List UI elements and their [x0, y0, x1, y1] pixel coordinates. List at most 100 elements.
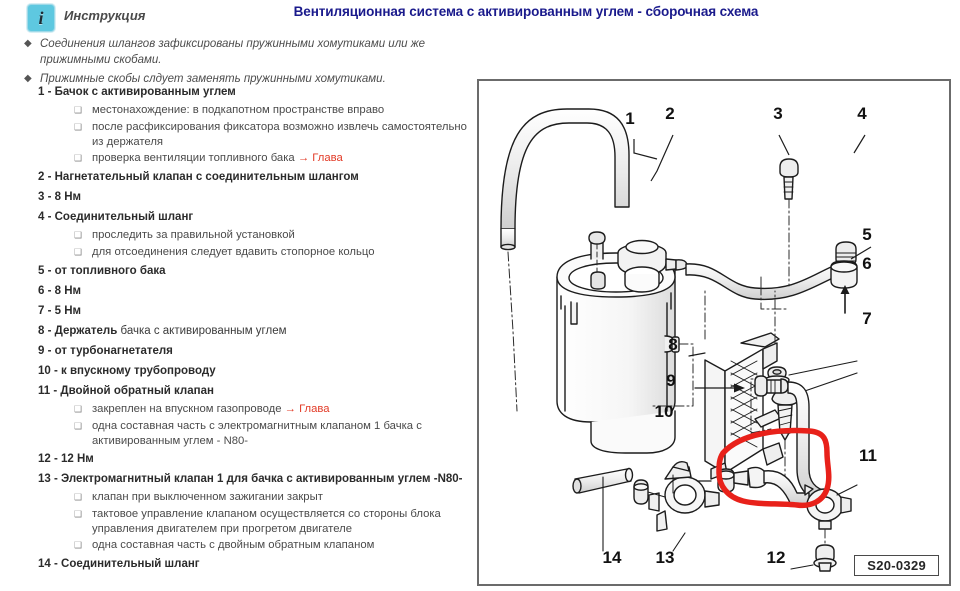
hose-top-right [685, 262, 844, 301]
square-bullet-icon: ❑ [74, 105, 83, 115]
part-sub-item: ❑ проследить за правильной установкой [24, 227, 474, 244]
part-title: 1 - Бачок с активированным углем [24, 82, 474, 102]
chapter-link[interactable]: → Глава [297, 152, 343, 164]
part-entry: 1 - Бачок с активированным углем ❑ местона… [24, 82, 474, 167]
part-entry: 4 - Соединительный шланг ❑ проследить за п… [24, 207, 474, 261]
square-bullet-icon: ❑ [74, 122, 83, 132]
callout-leaders [633, 134, 872, 260]
part-sub-item: ❑для отсоединения следует вдавить стопор… [24, 244, 474, 261]
callout-number-10: 10 [655, 402, 674, 421]
hose-10 [717, 466, 810, 506]
part-title: 2 - Нагнетательный клапан с соединительн… [24, 167, 474, 187]
diamond-bullet-icon: ◆ [24, 73, 32, 84]
part-entry: 14 - Соединительный шланг [24, 554, 474, 574]
part-sub-text-body: местонахождение: в подкапотном пространс… [92, 104, 385, 116]
part-title-suffix: бачка с активированным углем [117, 325, 287, 337]
callout-number-14: 14 [603, 548, 622, 567]
part-sub-item: ❑закреплен на впускном газопроводе → Гла… [24, 401, 474, 418]
square-bullet-icon: ❑ [74, 153, 83, 163]
callout-number-4: 4 [857, 104, 867, 123]
diamond-bullet-icon: ◆ [24, 38, 32, 49]
part-title: 14 - Соединительный шланг [24, 554, 474, 574]
part-sub-text: для отсоединения следует вдавить стопорн… [92, 245, 375, 260]
part-sub-text: одна составная часть с двойным обратным … [92, 538, 374, 553]
instruction-label: Инструкция [64, 8, 146, 23]
part-sub-text: после расфиксирования фиксатора возможно… [92, 120, 474, 149]
chapter-link[interactable]: → Глава [284, 403, 330, 415]
part-title: 8 - Держатель бачка с активированным угл… [24, 321, 474, 341]
part-title: 5 - от топливного бака [24, 261, 474, 281]
arrow-up-5 [840, 285, 850, 294]
hose-left [500, 108, 630, 230]
part-entry: 6 - 8 Нм [24, 281, 474, 301]
part-title-main: 10 - к впускному трубопроводу [38, 365, 216, 377]
part-sub-text: клапан при выключенном зажигании закрыт [92, 490, 323, 505]
bolt-3 [779, 158, 799, 200]
part-title: 12 - 12 Нм [24, 449, 474, 469]
callout-number-3: 3 [773, 104, 782, 123]
part-sub-item: ❑ одна составная часть с двойным обратным… [24, 537, 474, 554]
diagram-linework [500, 108, 858, 572]
part-title-main: 12 - 12 Нм [38, 453, 94, 465]
part-sub-item: ❑ одна составная часть с электромагнитным… [24, 418, 474, 449]
callout-number-9: 9 [666, 371, 675, 390]
callout-number-8: 8 [668, 335, 677, 354]
right-connector [830, 241, 858, 289]
part-entry: 12 - 12 Нм [24, 449, 474, 469]
part-sub-item: ❑ проверка вентиляции топливного бака → Г… [24, 150, 474, 167]
square-bullet-icon: ❑ [74, 421, 83, 431]
part-sub-text: одна составная часть с электромагнитным … [92, 419, 474, 448]
part-sub-text-body: одна составная часть с двойным обратным … [92, 539, 375, 551]
part-sub-item: ❑ после расфиксирования фиксатора возможн… [24, 119, 474, 150]
part-entry: 11 - Двойной обратный клапан❑закреплен н… [24, 381, 474, 449]
bolt-12 [813, 544, 837, 572]
callout-number-11: 11 [859, 446, 877, 465]
note-text: Прижимные скобы слдует заменять пружинны… [40, 73, 386, 85]
part-title-main: 8 - Держатель [38, 325, 118, 337]
part-sub-text-body: для отсоединения следует вдавить стопорн… [92, 246, 375, 258]
part-title: 11 - Двойной обратный клапан [24, 381, 474, 401]
part-sub-text-body: проверка вентиляции топливного бака [92, 152, 298, 164]
part-sub-item: ❑ местонахождение: в подкапотном простран… [24, 102, 474, 119]
part-sub-item: ❑ тактовое управление клапаном осуществля… [24, 506, 474, 537]
part-title-main: 5 - от топливного бака [38, 265, 166, 277]
part-sub-text: местонахождение: в подкапотном пространс… [92, 103, 384, 118]
part-sub-item: ❑клапан при выключенном зажигании закрыт [24, 489, 474, 506]
callout-number-2: 2 [665, 104, 674, 123]
diagram-code: S20-0329 [854, 555, 939, 576]
bracket-8 [704, 332, 784, 480]
part-sub-text-body: проследить за правильной установкой [92, 229, 295, 241]
info-icon-glyph: i [38, 8, 44, 28]
note-text: Соединения шлангов зафиксированы пружинн… [40, 38, 426, 66]
part-title-main: 2 - Нагнетательный клапан с соединительн… [38, 171, 359, 183]
callout-number-7: 7 [862, 309, 871, 328]
part-sub-text: проверка вентиляции топливного бака → Гл… [92, 151, 343, 166]
square-bullet-icon: ❑ [74, 540, 83, 550]
part-entry: 2 - Нагнетательный клапан с соединительн… [24, 167, 474, 187]
part-title: 6 - 8 Нм [24, 281, 474, 301]
part-title: 10 - к впускному трубопроводу [24, 361, 474, 381]
callout-number-12: 12 [767, 548, 786, 567]
part-entry: 9 - от турбонагнетателя [24, 341, 474, 361]
part-title-main: 9 - от турбонагнетателя [38, 345, 173, 357]
part-title-main: 6 - 8 Нм [38, 285, 82, 297]
square-bullet-icon: ❑ [74, 230, 83, 240]
note-row: ◆ Прижимные скобы слдует заменять пружинн… [24, 71, 464, 87]
part-title: 4 - Соединительный шланг [24, 207, 474, 227]
part-title: 9 - от турбонагнетателя [24, 341, 474, 361]
document-header: i Инструкция Вентиляционная система с ак… [0, 0, 960, 34]
part-entry: 10 - к впускному трубопроводу [24, 361, 474, 381]
solenoid-valve-13 [648, 460, 720, 532]
part-title-main: 11 - Двойной обратный клапан [38, 385, 214, 397]
part-title-main: 14 - Соединительный шланг [38, 558, 200, 570]
callout-number-6: 6 [862, 254, 871, 273]
part-title: 13 - Электромагнитный клапан 1 для бачка… [24, 469, 474, 489]
part-sub-text-body: после расфиксирования фиксатора возможно… [92, 121, 467, 148]
part-sub-text: проследить за правильной установкой [92, 228, 295, 243]
part-sub-text: закреплен на впускном газопроводе → Глав… [92, 402, 330, 417]
part-entry: 5 - от топливного бака [24, 261, 474, 281]
square-bullet-icon: ❑ [74, 509, 83, 519]
page-title: Вентиляционная система с активированным … [293, 4, 759, 19]
part-sub-text-body: тактовое управление клапаном осуществляе… [92, 508, 441, 535]
part-entry: 13 - Электромагнитный клапан 1 для бачка… [24, 469, 474, 554]
